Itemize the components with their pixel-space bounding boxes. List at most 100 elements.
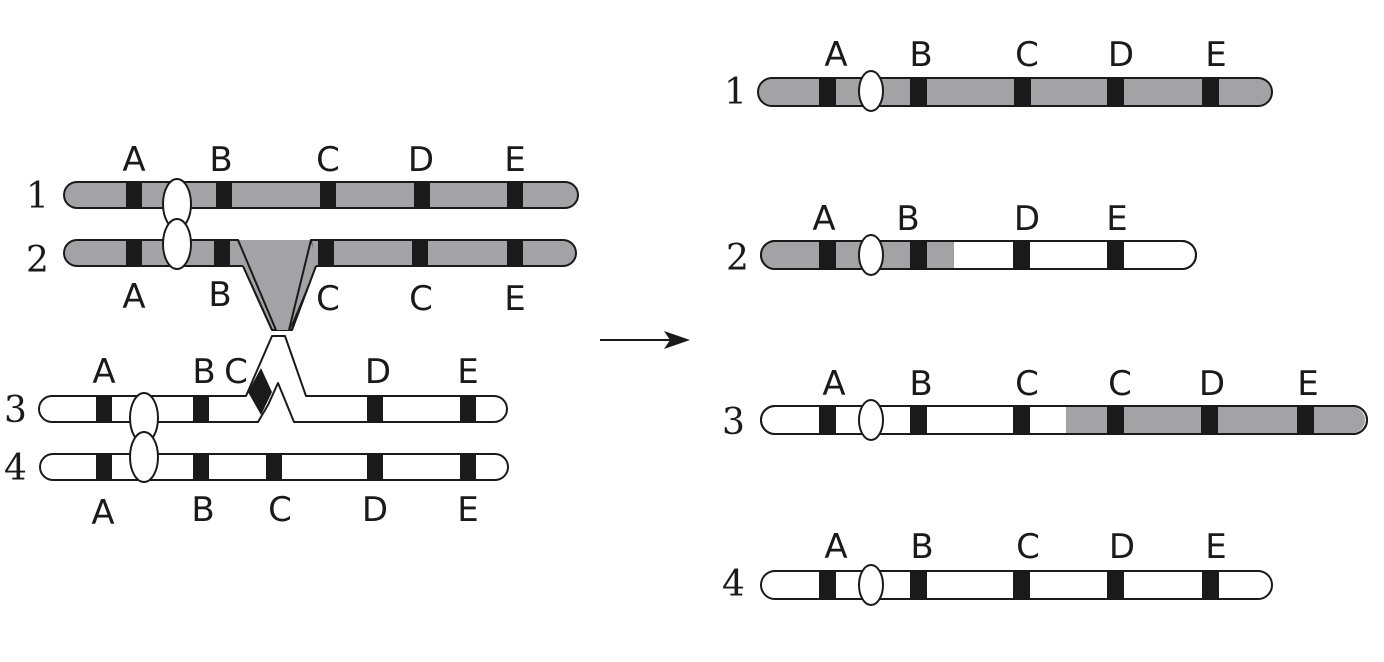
band-c2 — [412, 240, 428, 266]
band-a — [96, 396, 112, 422]
band-d — [367, 454, 383, 480]
right-chromosome-2 — [760, 234, 1197, 276]
gene-label: A — [824, 527, 847, 567]
chromosome-number: 1 — [724, 72, 747, 113]
band-d — [367, 396, 383, 422]
band-a — [126, 240, 142, 266]
right-chromosome-3 — [760, 399, 1368, 441]
gene-label: B — [896, 199, 919, 239]
gene-label: C — [1015, 35, 1039, 75]
chromosome-number: 2 — [726, 238, 749, 279]
band-e — [460, 396, 476, 422]
band-d — [1013, 241, 1030, 269]
band-e — [1297, 406, 1314, 434]
band-c — [320, 182, 336, 208]
centromere — [858, 399, 884, 441]
gene-label: E — [457, 490, 478, 530]
band-e — [507, 182, 523, 208]
chromosome-outline — [760, 240, 1197, 270]
right-arrow-icon — [600, 331, 690, 349]
band-a — [819, 571, 836, 599]
centromere — [858, 564, 884, 606]
band-b — [910, 78, 927, 106]
gene-label: E — [1205, 35, 1226, 75]
gene-label: D — [1109, 527, 1135, 567]
gene-label: E — [457, 352, 478, 392]
centromere — [858, 234, 884, 276]
band-e — [507, 240, 523, 266]
left-chromosome-1 — [63, 181, 579, 209]
band-c2 — [1107, 406, 1124, 434]
gene-label: C — [1016, 527, 1040, 567]
band-b — [216, 182, 232, 208]
chromosome-number: 4 — [722, 564, 745, 605]
dark-segment — [248, 368, 272, 415]
band-b — [193, 396, 209, 422]
band-a — [96, 454, 112, 480]
gene-label: E — [504, 140, 525, 180]
chromosome-outline — [760, 405, 1368, 435]
band-a — [819, 241, 836, 269]
chromosome-number: 1 — [26, 176, 49, 217]
band-b — [910, 571, 927, 599]
band-c — [318, 240, 334, 266]
band-e — [1202, 571, 1219, 599]
band-e — [1202, 78, 1219, 106]
gene-label: C — [224, 352, 248, 392]
right-panel: A B C D E A B D E A B C C D E A B C D E … — [722, 35, 1368, 606]
left-chromosome-3 — [38, 335, 508, 423]
gene-label: B — [191, 490, 214, 530]
gene-label: E — [1205, 527, 1226, 567]
centromere — [858, 70, 884, 112]
gene-label: E — [504, 279, 525, 319]
chromosome-body — [38, 335, 508, 423]
gene-label: C — [409, 279, 433, 319]
gene-label: A — [92, 352, 115, 392]
gene-label: B — [208, 275, 231, 315]
chromosome-body — [63, 239, 577, 331]
band-e — [1107, 241, 1124, 269]
right-chromosome-4 — [760, 564, 1273, 606]
chromosome-number: 3 — [722, 402, 745, 443]
gene-label: E — [1297, 364, 1318, 404]
gene-label: C — [268, 490, 292, 530]
centromere — [162, 218, 192, 270]
gene-label: C — [1015, 364, 1039, 404]
band-b — [910, 241, 927, 269]
gene-label: B — [909, 364, 932, 404]
left-chromosome-2 — [63, 239, 577, 331]
gene-label: A — [91, 493, 114, 533]
gene-label: C — [316, 279, 340, 319]
band-d — [1201, 406, 1218, 434]
band-c — [1014, 78, 1031, 106]
gene-label: A — [824, 35, 847, 75]
gene-label: D — [1108, 35, 1134, 75]
chromosome-number: 4 — [4, 448, 27, 489]
band-b — [910, 406, 927, 434]
gene-label: B — [192, 352, 215, 392]
gene-label: A — [822, 364, 845, 404]
band-b — [214, 240, 230, 266]
chromosome-number: 2 — [26, 240, 49, 281]
band-c — [266, 454, 282, 480]
centromere — [129, 431, 159, 483]
band-d — [1107, 78, 1124, 106]
gene-label: A — [122, 140, 145, 180]
gene-label: B — [909, 35, 932, 75]
gene-label: D — [362, 490, 388, 530]
band-a — [819, 406, 836, 434]
gene-label: D — [1199, 364, 1225, 404]
band-b — [193, 454, 209, 480]
centromere-pair-bottom — [129, 392, 159, 483]
band-d — [1107, 571, 1124, 599]
left-chromosome-4 — [39, 453, 509, 481]
band-c — [1013, 406, 1030, 434]
left-panel: A B C D E A B C C E A B C D E A B C D E … — [4, 140, 579, 533]
band-e — [460, 454, 476, 480]
gene-label: C — [316, 140, 340, 180]
gene-label: D — [1014, 199, 1040, 239]
gene-label: E — [1106, 199, 1127, 239]
loop-shape — [238, 240, 316, 330]
band-d — [414, 182, 430, 208]
